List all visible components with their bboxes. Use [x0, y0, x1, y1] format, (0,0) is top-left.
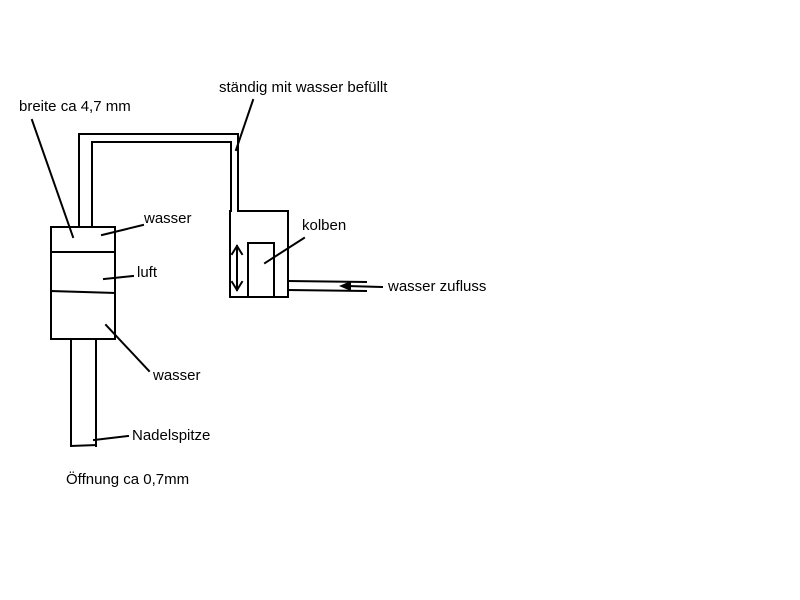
needle-right-wall: [95, 338, 116, 447]
chamber-divider-lower: [49, 289, 117, 295]
leader-width: [30, 118, 75, 239]
leader-water-upper: [100, 223, 145, 237]
inflow-pipe-bottom: [286, 288, 368, 293]
label-needle-tip: Nadelspitze: [132, 427, 211, 444]
needle-tip-bottom: [69, 443, 98, 448]
piston: [247, 242, 275, 298]
arrow-head-down: [230, 280, 244, 292]
label-width: breite ca 4,7 mm: [19, 98, 131, 115]
label-water-inflow: wasser zufluss: [388, 278, 487, 295]
label-water-lower: wasser: [153, 367, 201, 384]
label-opening: Öffnung ca 0,7mm: [66, 471, 190, 488]
pipe-outer-wall: [78, 133, 239, 228]
inflow-arrow-head: [339, 281, 351, 291]
needle-left-wall: [50, 338, 72, 447]
leader-top: [234, 98, 255, 152]
piston-chamber: [229, 210, 289, 298]
leader-water-lower: [104, 323, 151, 373]
leader-needle-tip: [92, 434, 130, 442]
left-chamber: [50, 226, 116, 340]
label-air: luft: [137, 264, 158, 281]
label-piston: kolben: [302, 217, 347, 234]
arrow-head-up: [230, 244, 244, 256]
pipe-inner-wall: [91, 141, 232, 228]
label-water-upper: wasser: [144, 210, 192, 227]
leader-air: [102, 274, 135, 281]
leader-inflow: [346, 284, 384, 289]
label-constantly-filled: ständig mit wasser befüllt: [219, 79, 388, 96]
leader-piston: [263, 236, 306, 265]
inflow-pipe-top: [286, 279, 368, 284]
